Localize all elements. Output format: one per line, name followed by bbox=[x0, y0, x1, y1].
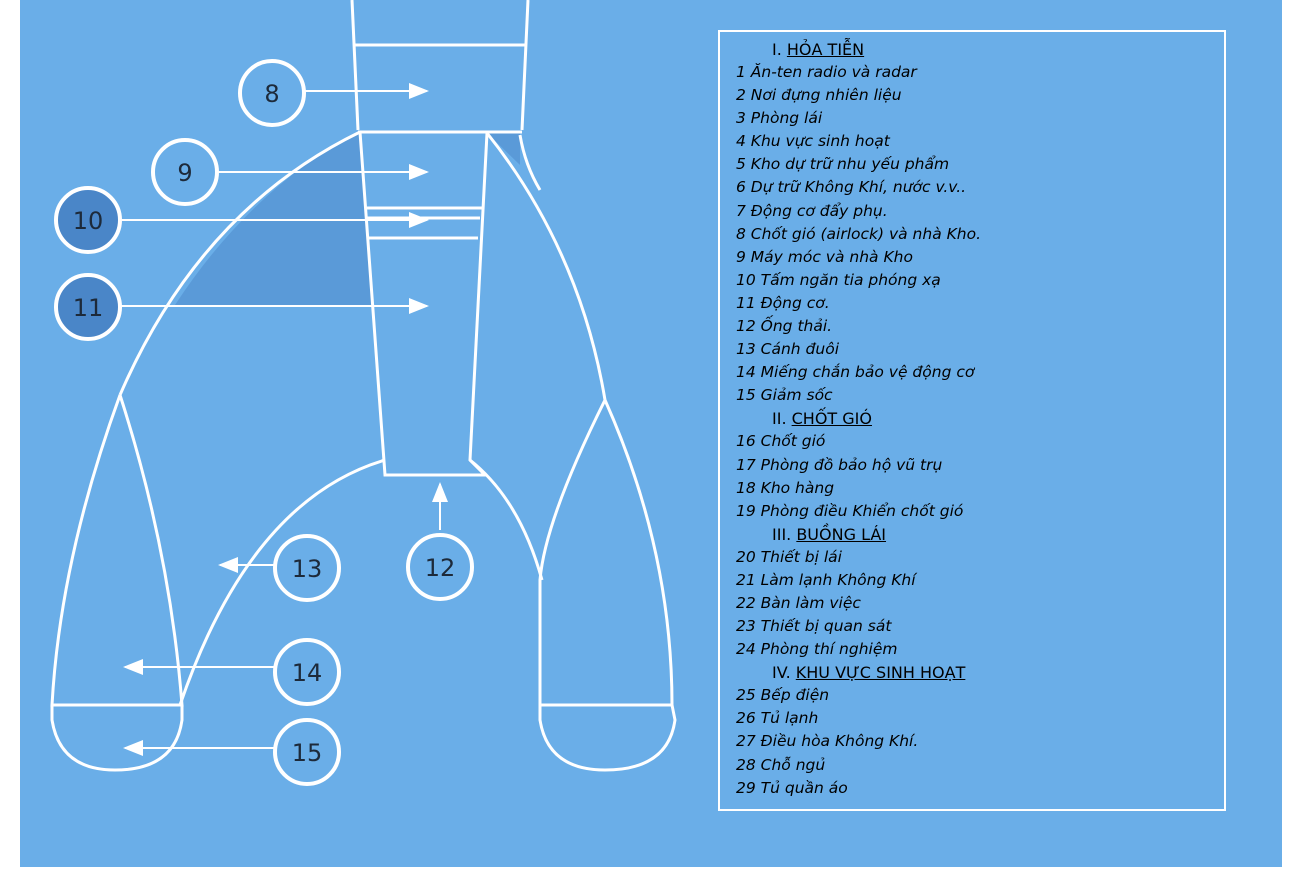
legend-item: 3 Phòng lái bbox=[736, 109, 823, 128]
legend-item: 23 Thiết bị quan sát bbox=[736, 617, 892, 636]
callout-circle bbox=[54, 273, 122, 341]
legend-section-heading: III. BUỒNG LÁI bbox=[720, 523, 1224, 546]
legend-item: 14 Miếng chắn bảo vệ động cơ bbox=[736, 363, 975, 382]
blueprint-panel bbox=[20, 0, 1282, 867]
right-fin bbox=[538, 399, 674, 707]
hull-left bbox=[118, 130, 361, 396]
legend-item: 4 Khu vực sinh hoạt bbox=[736, 132, 890, 151]
callout-label: 10 bbox=[73, 207, 104, 235]
callout-circle bbox=[406, 533, 474, 601]
legend-item: 16 Chốt gió bbox=[736, 432, 826, 451]
callout-circle bbox=[54, 186, 122, 254]
callout-9: 9 bbox=[151, 138, 219, 206]
legend-item: 18 Kho hàng bbox=[736, 478, 835, 497]
legend-item: 11 Động cơ. bbox=[736, 293, 830, 312]
left-fin bbox=[50, 394, 184, 707]
callout-label: 11 bbox=[73, 294, 104, 322]
callout-label: 15 bbox=[292, 739, 323, 767]
callout-label: 14 bbox=[292, 659, 323, 687]
section-number: I. bbox=[772, 40, 787, 59]
legend-item: 26 Tủ lạnh bbox=[736, 709, 819, 728]
callout-label: 8 bbox=[264, 80, 279, 108]
legend-item: 15 Giảm sốc bbox=[736, 386, 833, 405]
callout-label: 12 bbox=[425, 554, 456, 582]
shaded-section bbox=[175, 130, 372, 305]
legend-item: 29 Tủ quần áo bbox=[736, 778, 848, 797]
legend-item: 20 Thiết bị lái bbox=[736, 547, 842, 566]
callout-14: 14 bbox=[273, 638, 341, 706]
left-shock-absorber bbox=[50, 705, 184, 772]
callout-15: 15 bbox=[273, 718, 341, 786]
legend-item: 12 Ống thải. bbox=[736, 317, 833, 336]
callout-label: 9 bbox=[177, 159, 192, 187]
legend-item: 1 Ăn-ten radio và radar bbox=[736, 63, 917, 81]
hull-right bbox=[485, 132, 607, 401]
legend-section-heading: IV. KHU VỰC SINH HOẠT bbox=[720, 661, 1224, 684]
legend-item: 5 Kho dự trữ nhu yếu phẩm bbox=[736, 155, 950, 174]
callout-circle bbox=[151, 138, 219, 206]
callout-circle bbox=[273, 718, 341, 786]
legend-item: 2 Nơi đựng nhiên liệu bbox=[736, 86, 902, 105]
callout-circle bbox=[273, 638, 341, 706]
legend-item: 22 Bàn làm việc bbox=[736, 593, 861, 612]
callout-label: 13 bbox=[292, 555, 323, 583]
legend-item: 17 Phòng đồ bảo hộ vũ trụ bbox=[736, 455, 943, 474]
callout-circle bbox=[238, 59, 306, 127]
legend-item: 28 Chỗ ngủ bbox=[736, 755, 826, 774]
section-number: II. bbox=[772, 409, 792, 429]
rocket-engine-body bbox=[358, 131, 542, 477]
legend-box: I. HỎA TIỄN 1 Ăn-ten radio và radar 2 Nơi … bbox=[718, 30, 1226, 811]
inner-arc-left bbox=[178, 458, 386, 706]
legend-item: 9 Máy móc và nhà Kho bbox=[736, 247, 913, 266]
callout-11: 11 bbox=[54, 273, 122, 341]
legend-item: 21 Làm lạnh Không Khí bbox=[736, 570, 916, 589]
legend-item: 25 Bếp điện bbox=[736, 686, 830, 705]
section-title: BUỒNG LÁI bbox=[796, 524, 887, 544]
callout-arrows bbox=[121, 83, 448, 756]
legend-item: 8 Chốt gió (airlock) và nhà Kho. bbox=[736, 224, 982, 243]
legend-item: 6 Dự trữ Không Khí, nước v.v.. bbox=[736, 178, 967, 197]
legend-item: 7 Động cơ đẩy phụ. bbox=[736, 201, 888, 220]
section-title: KHU VỰC SINH HOẠT bbox=[795, 663, 966, 683]
callout-12: 12 bbox=[406, 533, 474, 601]
inner-arc-right bbox=[469, 458, 544, 581]
radiation-shield-lines bbox=[367, 206, 482, 240]
legend-section-heading: II. CHỐT GIÓ bbox=[720, 407, 1224, 430]
legend-item: 24 Phòng thí nghiệm bbox=[736, 640, 898, 659]
legend-item: 10 Tấm ngăn tia phóng xạ bbox=[736, 270, 941, 289]
callout-8: 8 bbox=[238, 59, 306, 127]
callout-10: 10 bbox=[54, 186, 122, 254]
callout-circle bbox=[273, 534, 341, 602]
legend-section-heading: I. HỎA TIỄN bbox=[720, 38, 1224, 61]
section-number: III. bbox=[772, 524, 797, 544]
legend-item: 13 Cánh đuôi bbox=[736, 340, 839, 359]
section-title: CHỐT GIÓ bbox=[791, 409, 872, 429]
section-number: IV. bbox=[772, 663, 796, 683]
right-shock-absorber bbox=[538, 704, 677, 772]
rocket-upper-body bbox=[350, 0, 530, 134]
legend-item: 27 Điều hòa Không Khí. bbox=[736, 732, 919, 751]
legend-item: 19 Phòng điều Khiển chốt gió bbox=[736, 501, 964, 520]
shaded-section-right bbox=[487, 133, 520, 165]
section-title: HỎA TIỄN bbox=[786, 40, 865, 59]
callout-13: 13 bbox=[273, 534, 341, 602]
